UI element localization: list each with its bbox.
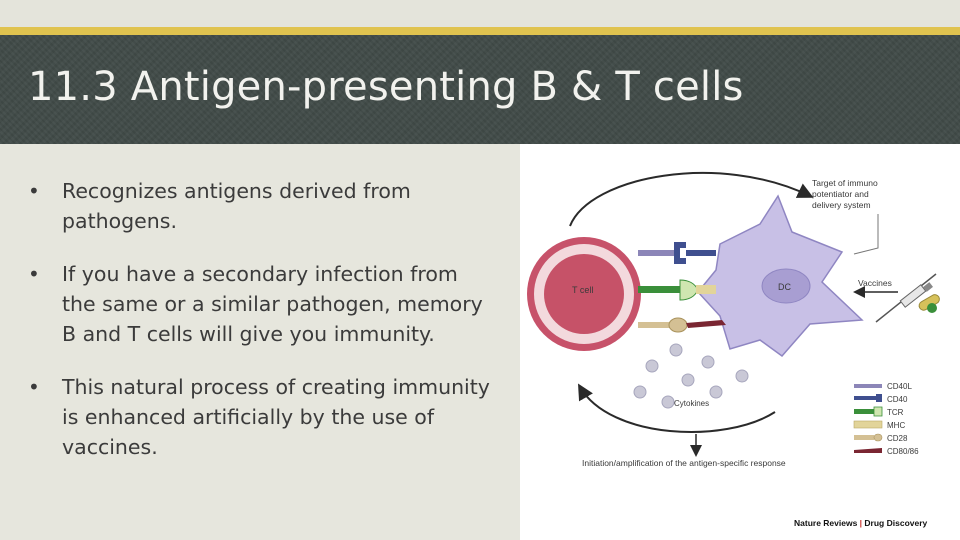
vaccines-annotation: Vaccines [853, 278, 898, 298]
t-cell-nucleus [544, 254, 624, 334]
figure-credit: Nature Reviews | Drug Discovery [794, 518, 928, 528]
t-cell-label: T cell [572, 285, 593, 295]
legend-item-cd40l: CD40L [854, 382, 912, 391]
legend: CD40L CD40 TCR MHC CD28 CD8 [853, 382, 919, 456]
legend-item-mhc: MHC [853, 420, 905, 430]
target-label-line: potentiator and [812, 189, 869, 199]
vaccines-label: Vaccines [858, 278, 892, 288]
legend-item-tcr: TCR [854, 406, 904, 417]
title-bar [0, 35, 960, 144]
figure-panel: T cell DC [520, 144, 960, 540]
legend-item-cd40: CD40 [854, 394, 908, 404]
svg-text:CD80/86: CD80/86 [887, 447, 919, 456]
top-cycle-arrow [569, 171, 814, 227]
receptor-tcr-mhc-pair [638, 279, 716, 301]
target-label-line: delivery system [812, 200, 871, 210]
target-annotation: Target of immuno potentiator and deliver… [812, 178, 879, 255]
svg-text:MHC: MHC [887, 421, 905, 430]
cytokines-label: Cytokines [674, 399, 709, 408]
dc-label: DC [778, 282, 791, 292]
svg-text:CD40: CD40 [887, 395, 908, 404]
bullet-list: Recognizes antigens derived from pathoge… [28, 176, 498, 485]
receptor-cd40-pair [638, 242, 716, 264]
text-panel: Recognizes antigens derived from pathoge… [0, 144, 520, 540]
bullet-item: Recognizes antigens derived from pathoge… [28, 176, 498, 236]
bullet-item: If you have a secondary infection from t… [28, 259, 498, 349]
legend-item-cd28: CD28 [854, 433, 908, 443]
capsule-icon [918, 294, 940, 313]
top-strip [0, 0, 960, 27]
immune-response-diagram: T cell DC [527, 171, 940, 528]
dendritic-cell: DC [697, 194, 864, 358]
bullet-item: This natural process of creating immunit… [28, 372, 498, 462]
cytokines [633, 343, 749, 409]
syringe-icon [875, 273, 937, 323]
legend-item-cd80-86: CD80/86 [854, 447, 919, 456]
receptor-cd28-cd80-pair [638, 317, 726, 333]
bottom-cycle-arrow [577, 383, 776, 433]
t-cell: T cell [527, 237, 641, 351]
svg-text:TCR: TCR [887, 408, 904, 417]
dc-nucleus [761, 268, 811, 304]
response-caption: Initiation/amplification of the antigen-… [582, 458, 786, 468]
slide-title: 11.3 Antigen-presenting B & T cells [28, 64, 744, 110]
svg-text:CD40L: CD40L [887, 382, 912, 391]
target-label-line: Target of immuno [812, 178, 878, 188]
svg-text:CD28: CD28 [887, 434, 908, 443]
accent-rule [0, 27, 960, 35]
